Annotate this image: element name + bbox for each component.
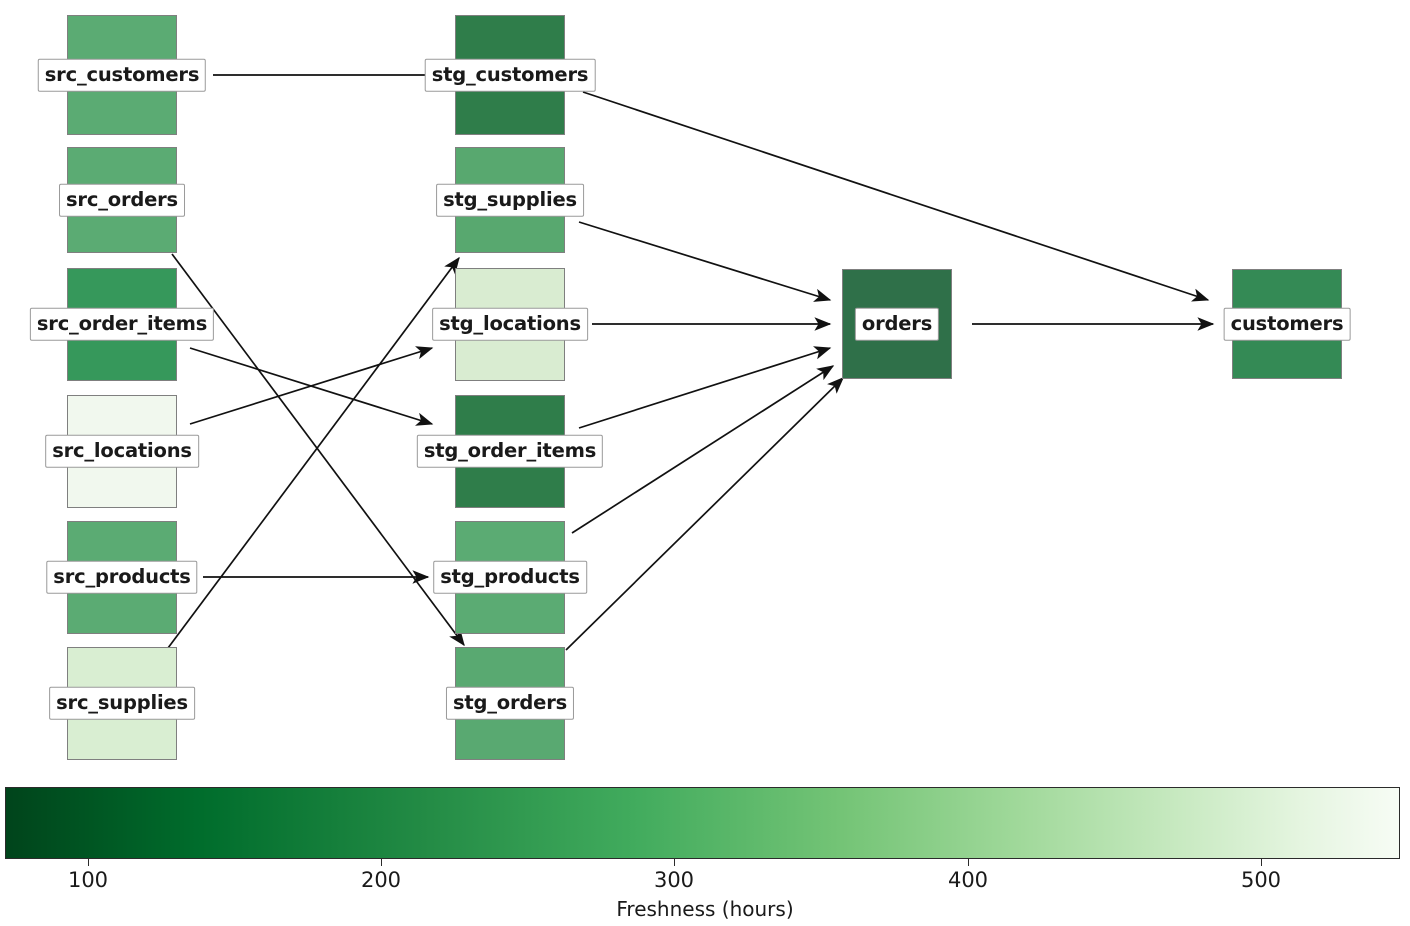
node-label-src_orders[interactable]: src_orders — [59, 183, 185, 217]
edge-stg_products-orders — [571, 365, 835, 534]
edge-src_locations-stg_locations — [189, 346, 434, 425]
node-label-stg_products[interactable]: stg_products — [433, 560, 587, 594]
edge-stg_orders-orders — [565, 377, 844, 651]
colorbar-gradient — [6, 788, 1399, 858]
colorbar-ticklabel-500: 500 — [1240, 868, 1282, 892]
node-label-src_supplies[interactable]: src_supplies — [49, 686, 195, 720]
node-label-stg_order_items[interactable]: stg_order_items — [416, 434, 604, 468]
node-label-orders[interactable]: orders — [854, 307, 940, 341]
edge-src_supplies-stg_supplies — [167, 256, 460, 649]
node-label-customers[interactable]: customers — [1223, 307, 1351, 341]
edge-stg_order_items-orders — [578, 346, 832, 429]
colorbar-tick-200 — [381, 859, 382, 866]
freshness-colorbar — [5, 787, 1400, 859]
colorbar-tick-400 — [968, 859, 969, 866]
colorbar-ticklabel-200: 200 — [360, 868, 402, 892]
colorbar-tick-500 — [1261, 859, 1262, 866]
node-label-stg_customers[interactable]: stg_customers — [424, 58, 596, 92]
node-label-stg_locations[interactable]: stg_locations — [432, 307, 588, 341]
node-label-src_products[interactable]: src_products — [46, 560, 198, 594]
colorbar-tick-300 — [674, 859, 675, 866]
node-label-src_locations[interactable]: src_locations — [45, 434, 199, 468]
node-label-stg_orders[interactable]: stg_orders — [445, 686, 575, 720]
colorbar-ticklabel-300: 300 — [653, 868, 695, 892]
edge-stg_customers-customers — [582, 91, 1210, 302]
colorbar-tick-100 — [88, 859, 89, 866]
colorbar-ticklabel-100: 100 — [67, 868, 109, 892]
node-label-src_customers[interactable]: src_customers — [37, 58, 207, 92]
colorbar-axis-label: Freshness (hours) — [616, 897, 794, 921]
node-label-src_order_items[interactable]: src_order_items — [29, 307, 215, 341]
colorbar-ticklabel-400: 400 — [947, 868, 989, 892]
edge-stg_supplies-orders — [578, 221, 832, 302]
node-label-stg_supplies[interactable]: stg_supplies — [436, 183, 584, 217]
